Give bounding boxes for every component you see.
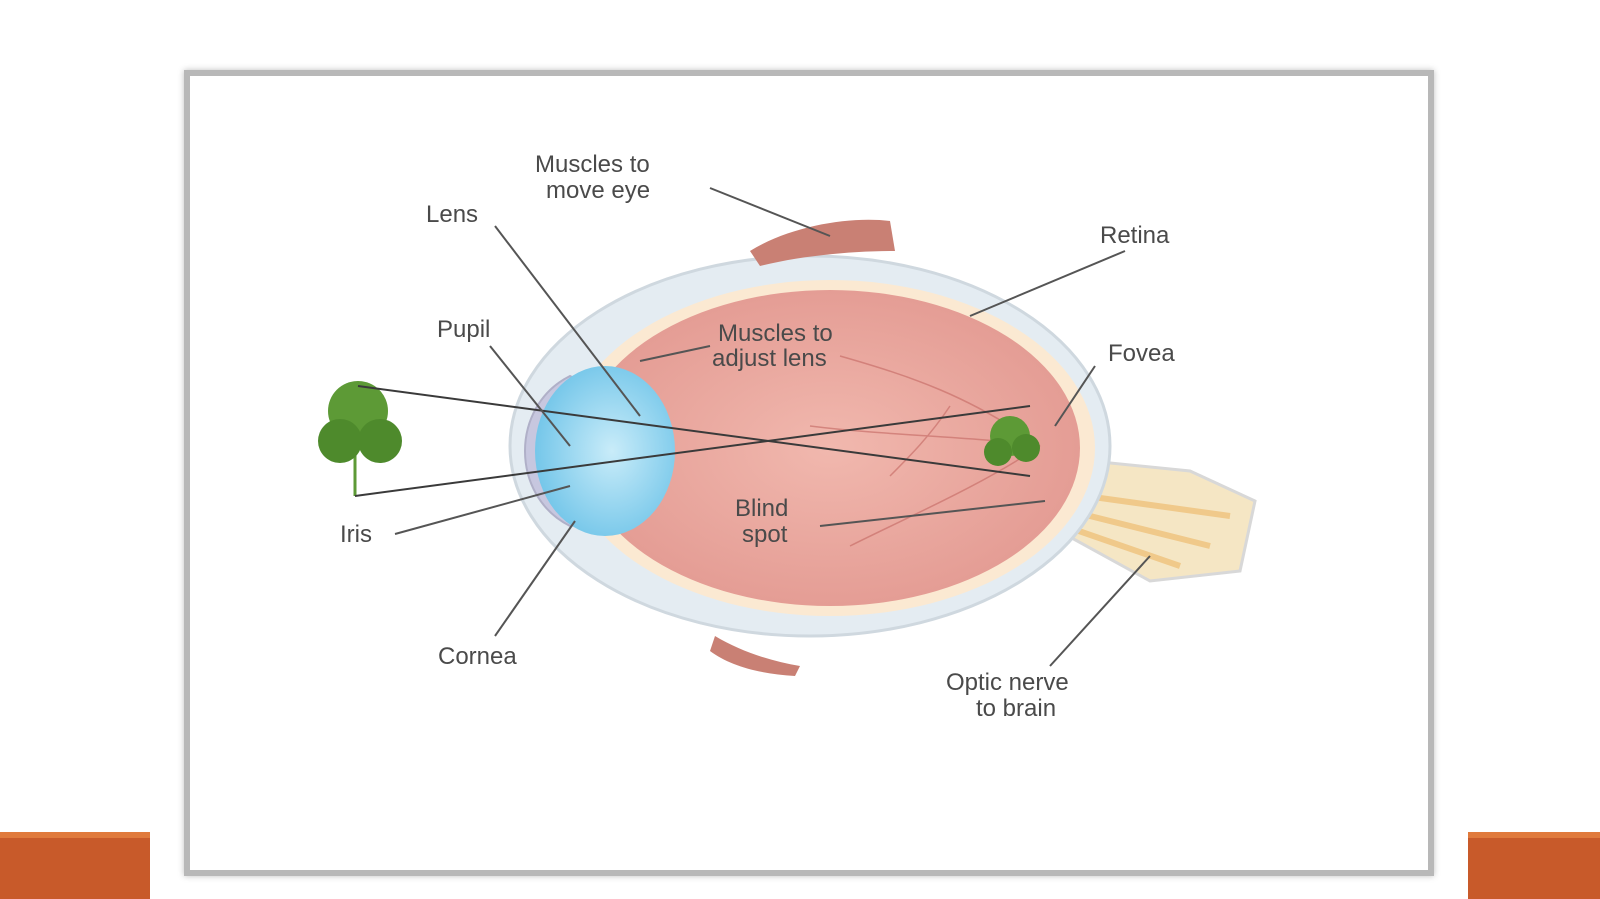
accent-bar-left	[0, 832, 150, 899]
image-frame: Muscles to move eye Lens Retina Pupil Mu…	[184, 70, 1434, 876]
label-blind-spot-2: spot	[742, 521, 788, 548]
leader-cornea	[495, 521, 575, 636]
muscle-bottom	[710, 636, 800, 676]
leader-retina	[970, 251, 1125, 316]
label-muscles-adjust-lens-2: adjust lens	[712, 345, 827, 372]
label-fovea: Fovea	[1108, 340, 1175, 367]
label-pupil: Pupil	[437, 316, 490, 343]
lens	[535, 366, 675, 536]
eye-anatomy-diagram: Muscles to move eye Lens Retina Pupil Mu…	[190, 76, 1428, 870]
label-cornea: Cornea	[438, 643, 517, 670]
label-retina: Retina	[1100, 222, 1170, 249]
plant-icon	[318, 381, 402, 496]
leader-optic-nerve	[1050, 556, 1150, 666]
leader-muscles-move-eye	[710, 188, 830, 236]
label-blind-spot-1: Blind	[735, 495, 788, 522]
label-lens: Lens	[426, 201, 478, 228]
label-muscles-move-eye-2: move eye	[546, 177, 650, 204]
label-optic-nerve-1: Optic nerve	[946, 669, 1069, 696]
label-muscles-adjust-lens-1: Muscles to	[718, 320, 833, 347]
accent-bar-right	[1468, 832, 1600, 899]
label-muscles-move-eye-1: Muscles to	[535, 151, 650, 178]
label-iris: Iris	[340, 521, 372, 548]
label-optic-nerve-2: to brain	[976, 695, 1056, 722]
